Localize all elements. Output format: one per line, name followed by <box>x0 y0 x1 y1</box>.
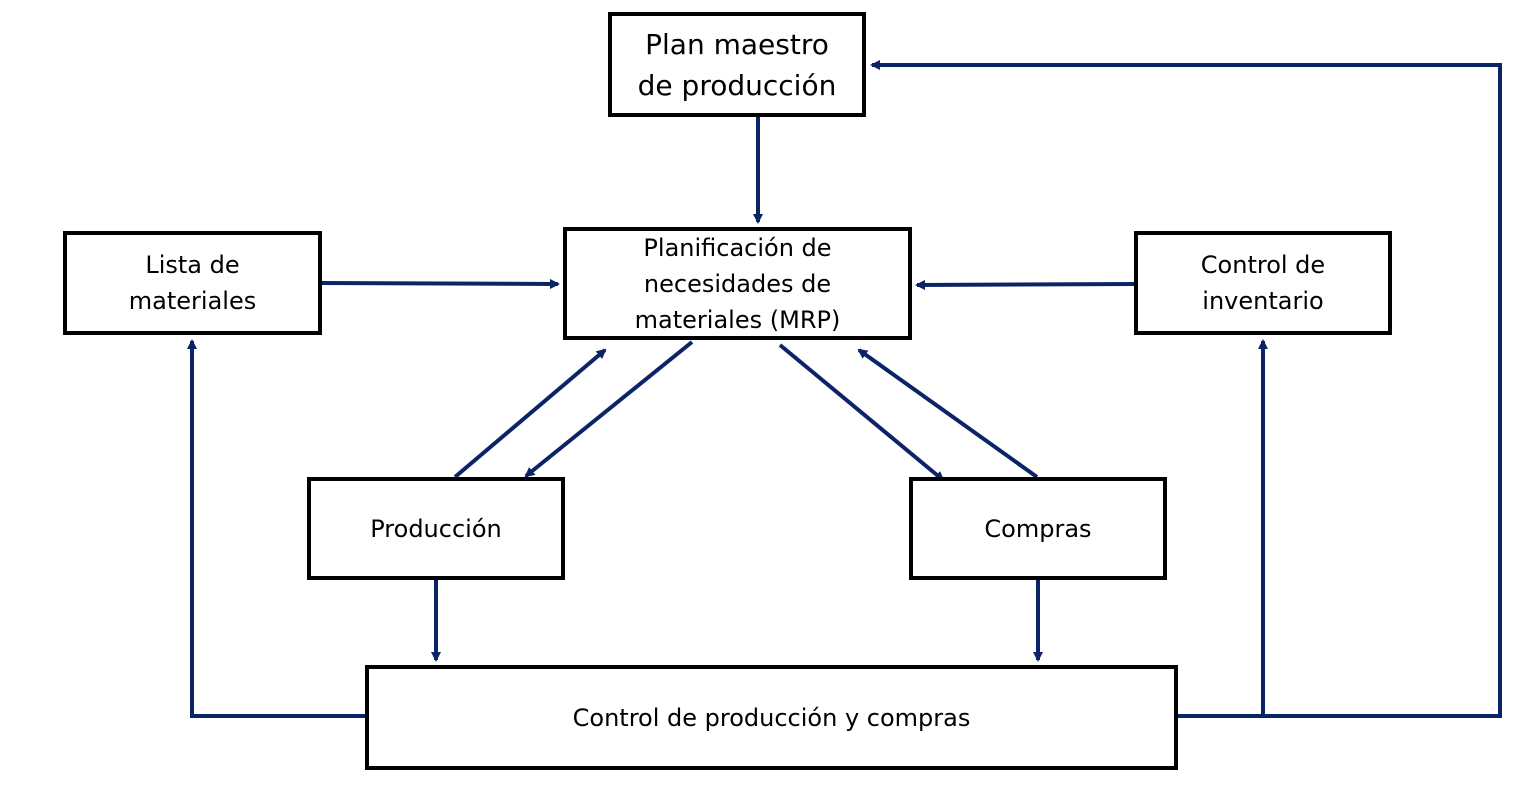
node-control-inventario: Control de inventario <box>1134 231 1392 335</box>
node-plan-maestro: Plan maestro de producción <box>608 12 866 117</box>
node-plan-maestro-label: Plan maestro de producción <box>637 27 837 102</box>
node-compras-label: Compras <box>984 514 1092 543</box>
node-mrp-label: Planificación de necesidades de material… <box>634 233 841 334</box>
arrow-inventario-to-mrp <box>915 279 1135 290</box>
arrow-control-to-lista <box>187 339 365 718</box>
node-control-produccion-compras-label: Control de producción y compras <box>572 703 971 732</box>
arrow-mrp-to-produccion <box>524 340 694 478</box>
arrow-compras-to-mrp <box>857 348 1039 479</box>
node-produccion-label: Producción <box>370 514 502 543</box>
node-lista-materiales-label: Lista de materiales <box>128 251 257 315</box>
node-lista-materiales: Lista de materiales <box>63 231 322 335</box>
node-compras: Compras <box>909 477 1167 580</box>
node-control-produccion-compras: Control de producción y compras <box>365 665 1178 770</box>
arrow-mrp-to-compras <box>778 343 945 482</box>
node-mrp: Planificación de necesidades de material… <box>563 227 912 340</box>
node-control-inventario-label: Control de inventario <box>1200 251 1326 315</box>
arrow-produccion-to-mrp <box>453 348 607 479</box>
arrow-lista-to-mrp <box>321 278 560 289</box>
arrow-control-to-inventario <box>1178 339 1268 718</box>
node-produccion: Producción <box>307 477 565 580</box>
arrow-control-to-plan <box>870 60 1502 718</box>
